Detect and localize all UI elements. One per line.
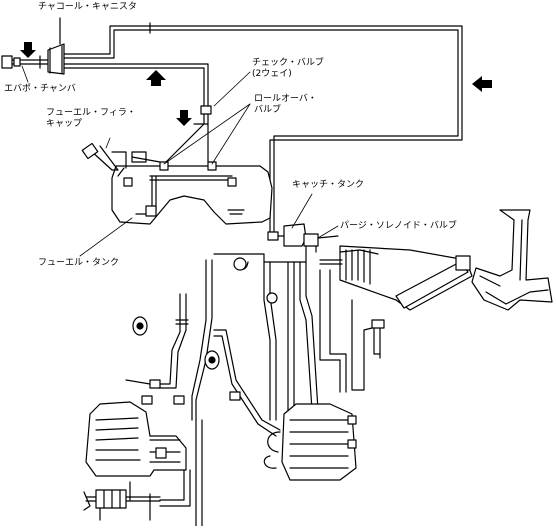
air-intake-duct (471, 209, 553, 311)
engine-left-bank (85, 401, 187, 477)
leader-lines (21, 17, 339, 257)
evap-chamber-assembly (1, 55, 49, 69)
label-fuel-tank: フューエル・タンク (38, 258, 120, 268)
purge-solenoid-valve (303, 233, 339, 253)
label-check-valve-note: (2ウェイ) (252, 69, 292, 79)
arrow-down-icon (20, 42, 36, 58)
label-purge-solenoid-valve: パージ・ソレノイド・バルブ (340, 221, 457, 231)
label-fuel-filler-cap: フューエル・フィラ・ (46, 108, 136, 118)
arrow-down-icon (176, 110, 192, 126)
engine-right-bank (263, 403, 357, 481)
filler-neck (81, 142, 161, 171)
arrow-left-icon (472, 76, 492, 92)
label-rollover-valve-2: バルブ (254, 105, 282, 115)
label-check-valve: チェック・バルブ (252, 58, 324, 68)
flow-arrows (20, 42, 492, 126)
vacuum-hoses (125, 251, 385, 437)
label-charcoal-canister: チャコール・キャニスタ (38, 2, 137, 12)
label-catch-tank: キャッチ・タンク (292, 180, 365, 190)
throttle-body (319, 245, 473, 311)
bottom-filter (83, 489, 161, 511)
inline-devices (132, 316, 241, 405)
label-evap-chamber: エバポ・チャンバ (4, 84, 76, 94)
label-fuel-filler-cap-2: キャップ (46, 119, 83, 129)
arrow-up-icon (146, 70, 166, 86)
charcoal-canister (47, 17, 65, 75)
fuel-tank (111, 161, 273, 225)
vent-line (63, 22, 463, 237)
label-rollover-valve: ロールオーバ・ (254, 94, 317, 104)
